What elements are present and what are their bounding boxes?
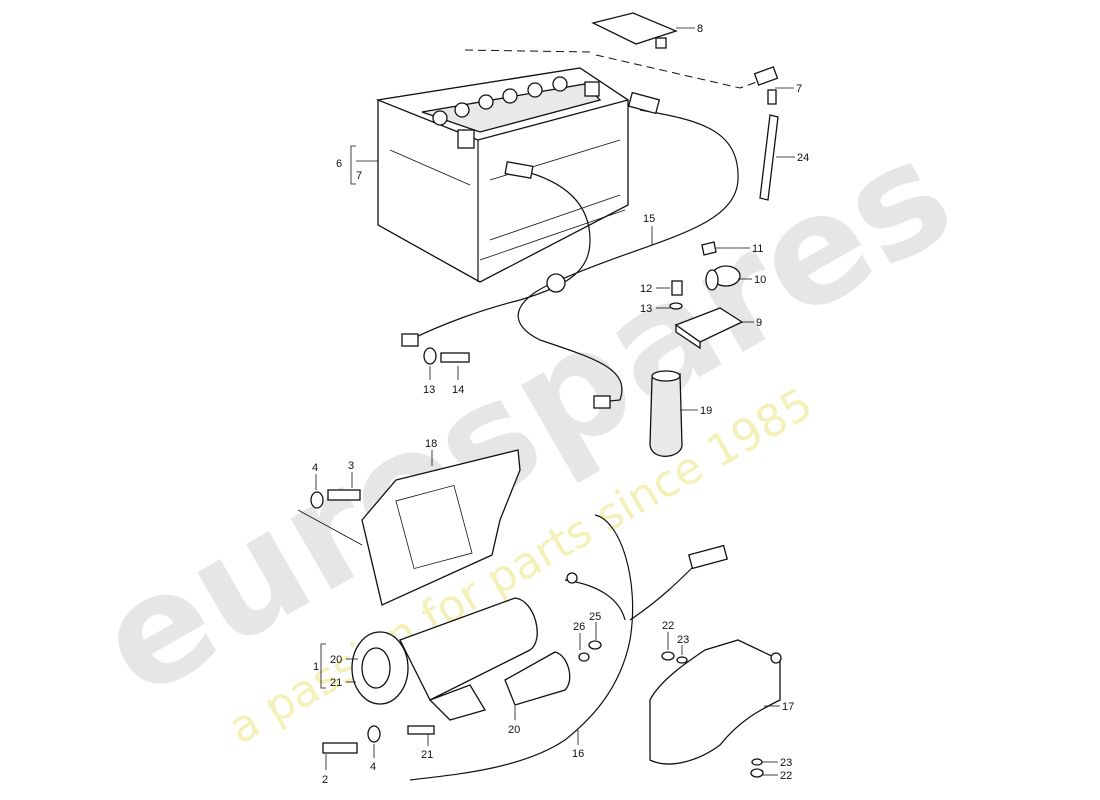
callout-21: 21 [330,677,342,689]
wiring-harness [409,514,728,781]
callout-12: 12 [640,283,652,295]
callout-19: 19 [700,405,712,417]
shield-fasteners [310,489,361,509]
callout-11: 11 [752,243,763,255]
callout-13: 13 [423,384,435,396]
callout-13: 13 [640,303,652,315]
callout-7: 7 [796,83,802,95]
callout-2: 2 [322,774,328,786]
battery-cables [401,91,739,409]
callout-22: 22 [662,620,674,632]
callout-22: 22 [780,770,792,782]
callout-7: 7 [356,170,362,182]
leader-lines [297,27,795,776]
callout-3: 3 [348,460,354,472]
callout-25: 25 [589,611,601,623]
callout-23: 23 [677,634,689,646]
callout-6: 6 [336,158,342,170]
callout-18: 18 [425,438,437,450]
callout-9: 9 [756,317,762,329]
callout-26: 26 [573,621,585,633]
callout-4: 4 [312,462,318,474]
callout-labels: 8 7 24 6 7 15 11 10 12 13 9 13 14 19 18 … [312,23,809,786]
callout-23: 23 [780,757,792,769]
small-parts-top [464,12,779,201]
callout-20: 20 [330,654,342,666]
callout-20: 20 [508,724,520,736]
callout-4: 4 [370,761,376,773]
battery [375,67,630,283]
starter-motor [351,597,571,721]
callout-8: 8 [697,23,703,35]
terminal-boot [649,370,683,457]
callout-24: 24 [797,152,809,164]
callout-14: 14 [452,384,464,396]
callout-1: 1 [313,661,319,673]
callout-21: 21 [421,749,433,761]
small-hardware [322,640,764,778]
callout-15: 15 [643,213,655,225]
callout-17: 17 [782,701,794,713]
battery-fasteners [423,347,470,365]
heat-shield [361,449,521,606]
solenoid-cover [649,639,782,765]
callout-16: 16 [572,748,584,760]
callout-10: 10 [754,274,766,286]
